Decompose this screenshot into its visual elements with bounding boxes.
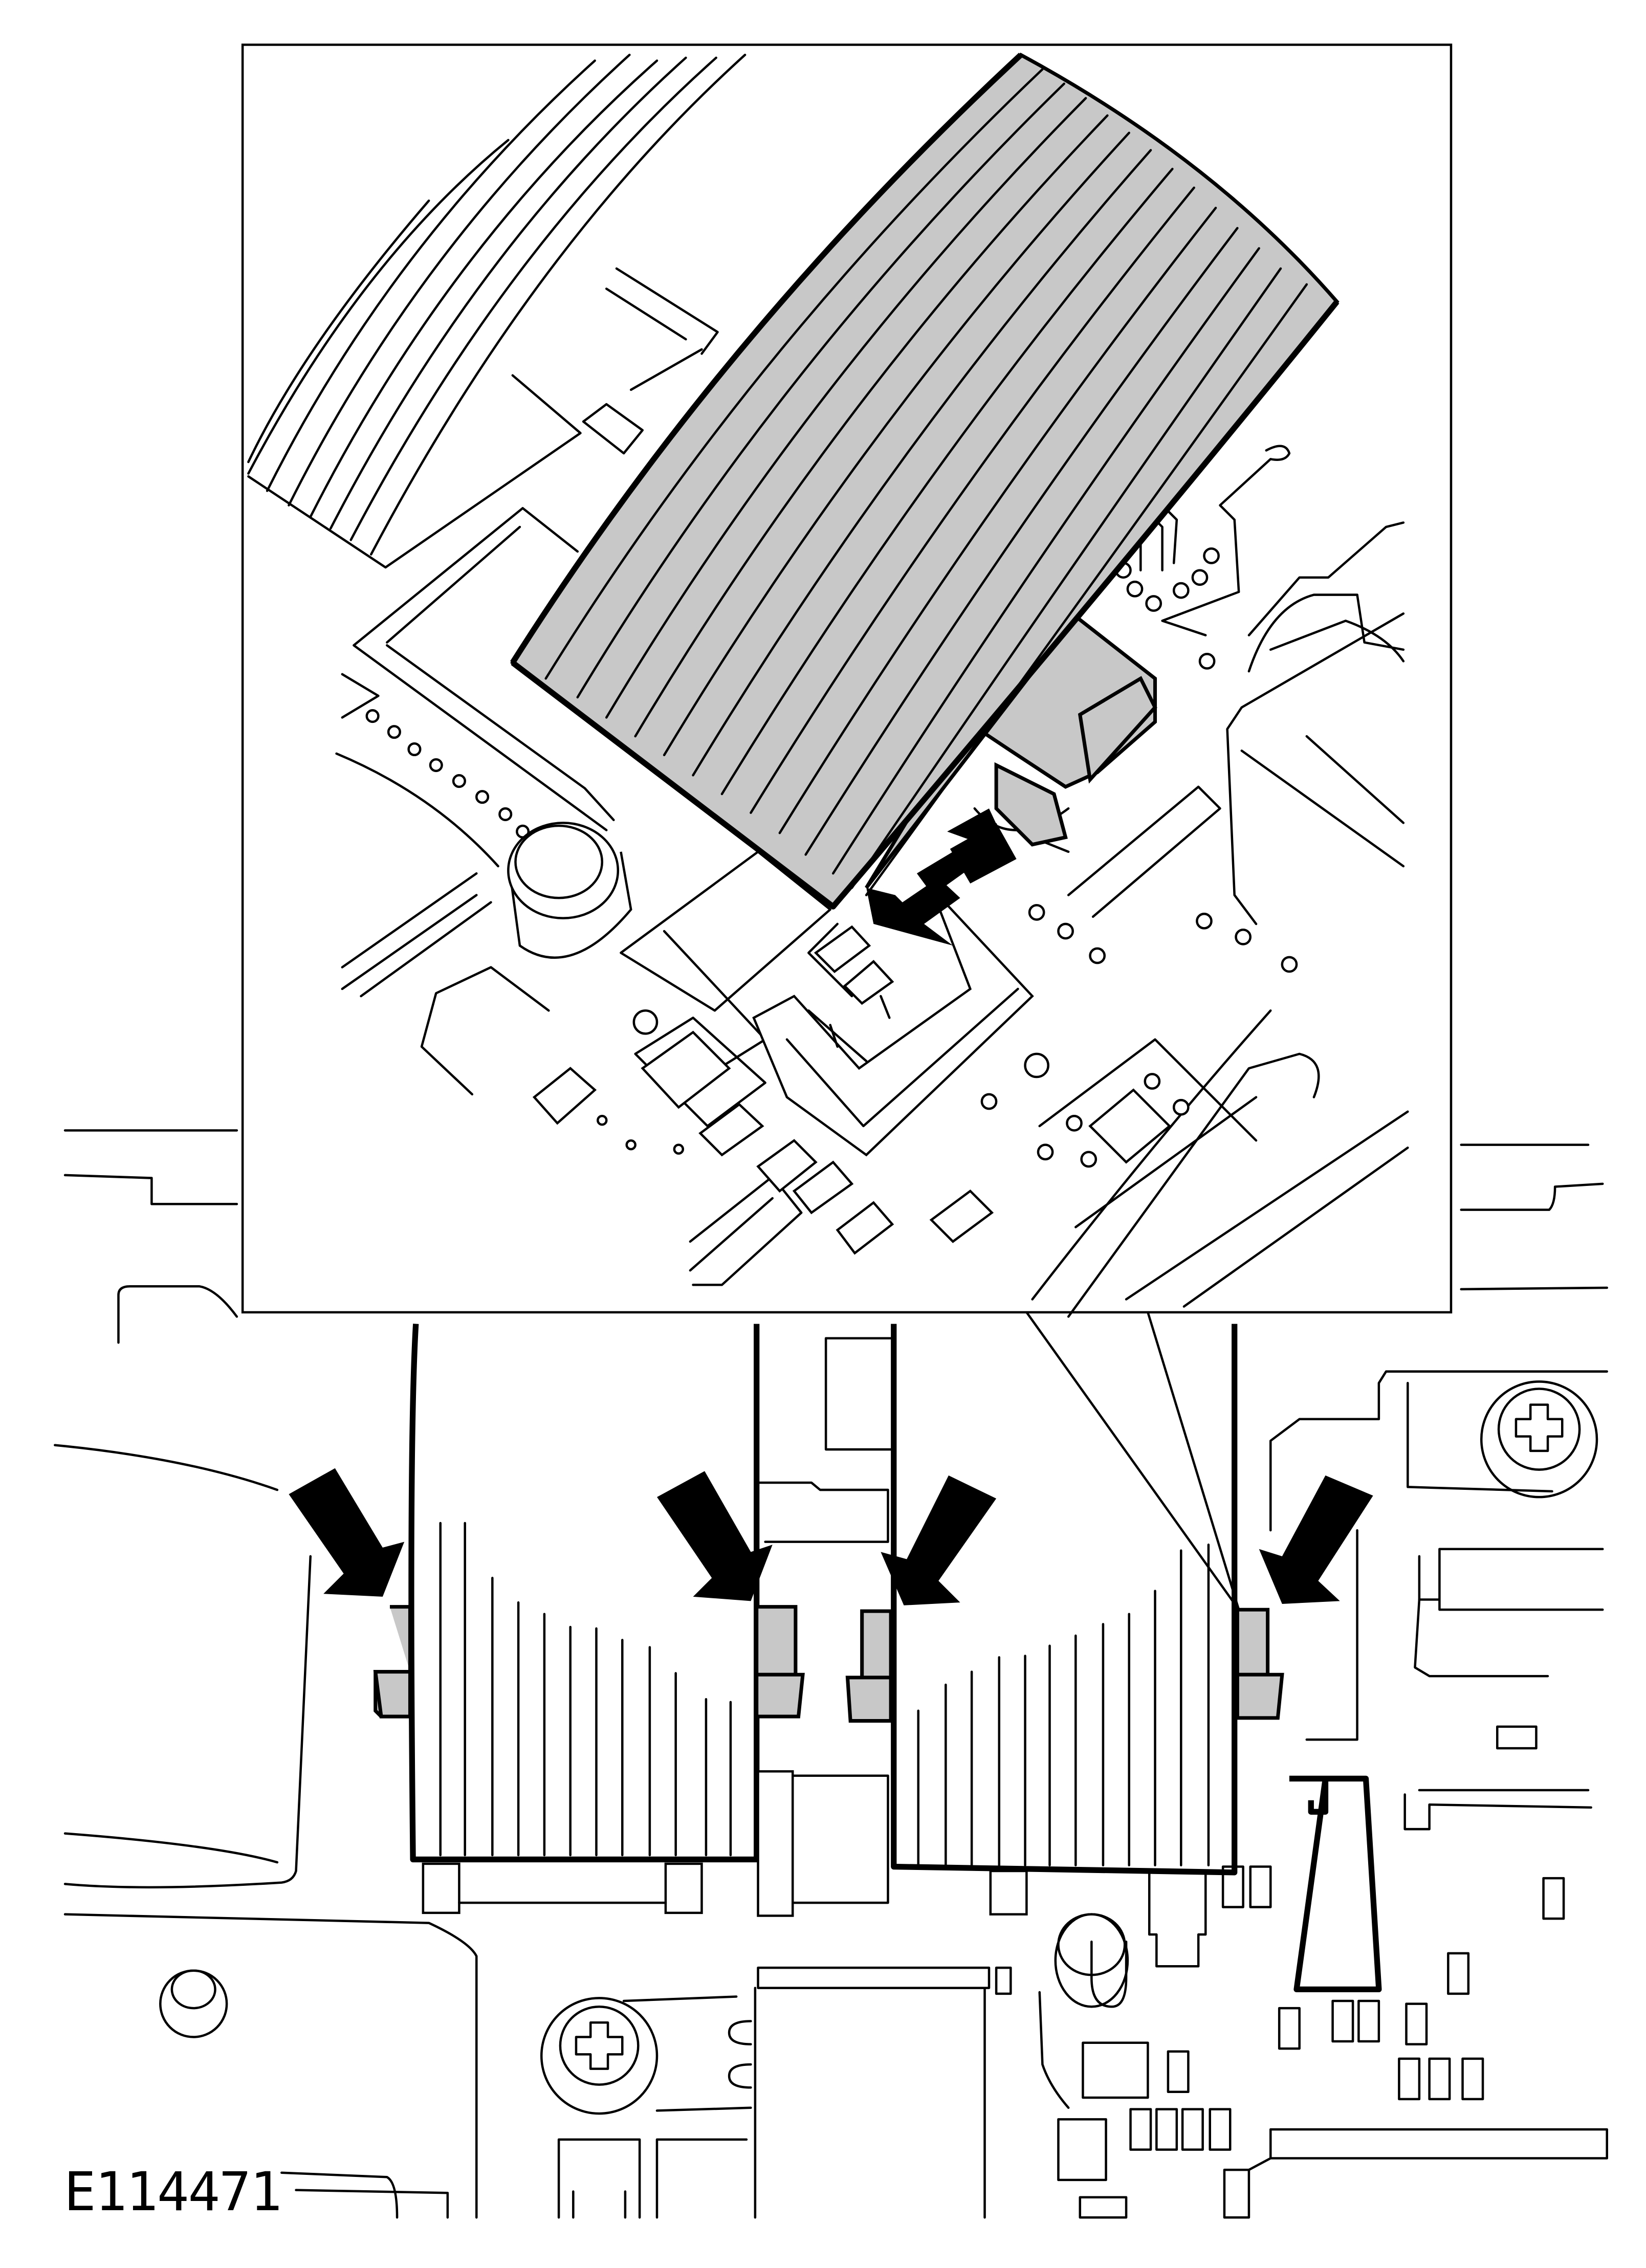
smd-components	[1129, 1775, 1565, 2151]
capacitor-icon	[159, 1913, 1129, 2038]
callout-pointer	[1025, 1311, 1240, 1611]
screw-icon	[1480, 1380, 1598, 1499]
figure-reference-code: E114471	[64, 2161, 282, 2223]
inset-push-arrow-icon	[866, 808, 1017, 946]
ribbon-cable-right	[891, 1324, 1238, 1915]
detail-inset	[241, 43, 1453, 1318]
press-arrow-icon	[289, 1468, 1373, 1605]
ribbon-cable-left	[408, 1324, 794, 1917]
inset-chips	[532, 925, 1172, 1255]
screw-icon	[540, 1997, 659, 2115]
smd-pads	[365, 547, 1298, 1168]
inset-ribbon-cable	[510, 52, 1340, 910]
inset-capacitor-icon	[507, 822, 632, 959]
connector-latch-icon	[373, 1605, 1284, 1723]
background-board-lines	[54, 1129, 1608, 2219]
